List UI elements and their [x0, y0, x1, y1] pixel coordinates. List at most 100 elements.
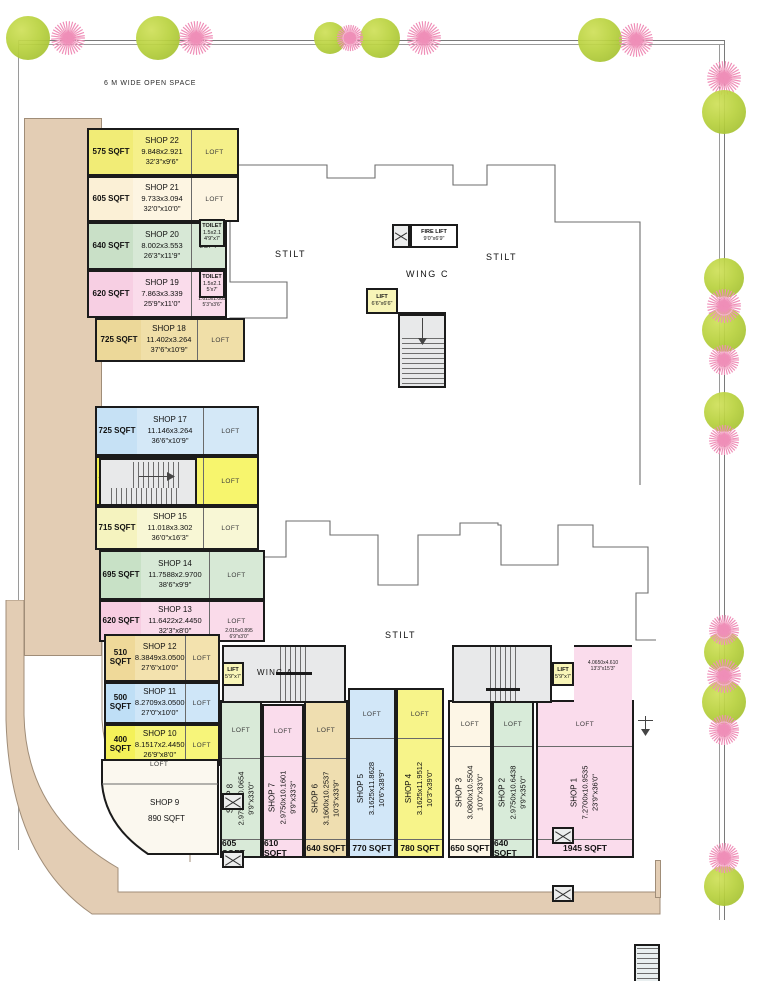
shop-9-cell: [101, 759, 219, 855]
toilet-room-shop19: TOILET 1.5x2.1 5'x7': [199, 270, 225, 298]
lift-a-label: LIFT: [227, 667, 239, 674]
shop-area-3: 650 SQFT: [450, 839, 490, 856]
shop-loft-10: LOFT: [184, 726, 218, 764]
shop-name-6: SHOP 6: [310, 784, 320, 814]
shop-imperial-15: 36'0"x16'3": [151, 533, 189, 543]
lift-b-label: LIFT: [557, 667, 569, 674]
tree-radial-icon: [619, 23, 653, 57]
tree-canopy-icon: [704, 392, 744, 432]
shop-area-22: 575 SQFT: [89, 130, 133, 174]
below-shop19-dimension: 1.615x1.089 5'3"x3'6": [182, 296, 242, 309]
shop-loft-5: LOFT: [350, 690, 394, 739]
shop-metric-10: 8.1517x2.4450: [134, 740, 185, 750]
shop-imperial-7: 9'9"x33'3": [288, 781, 298, 815]
shop-metric-3: 3.0800x10.5504: [465, 766, 475, 820]
toilet-label-19: TOILET: [202, 274, 222, 281]
shop-name-15: SHOP 15: [153, 512, 187, 522]
core-outline-lower: [258, 520, 656, 641]
shop-metric-5: 3.1625x11.8628: [367, 762, 377, 816]
shop-metric-22: 9.848x2.921: [141, 147, 183, 157]
shop-imperial-22: 32'3"x9'6": [145, 157, 179, 167]
shop-name-5: SHOP 5: [356, 774, 366, 804]
site-boundary-right-inner: [719, 44, 720, 920]
wing-a-shaft-upper: [222, 793, 244, 810]
lift-c-room: LIFT 6'6"x6'6": [366, 288, 398, 314]
shop-area-11: 500 SQFT: [106, 684, 135, 722]
shop-imperial-17: 36'6"x10'9": [151, 436, 189, 446]
shop-area-7: 610 SQFT: [264, 838, 302, 858]
shop-area-5: 770 SQFT: [350, 839, 394, 856]
wing-b-shaft-upper: [552, 827, 574, 844]
tree-canopy-icon: [314, 22, 346, 54]
shop-area-20: 640 SQFT: [89, 224, 133, 268]
right-block-dim1: 4.0650x4.610: [587, 660, 619, 666]
tree-radial-icon: [708, 614, 740, 646]
shop-imperial-11: 27'0"x10'0": [141, 708, 179, 718]
wing-b-stair-treads: [490, 647, 516, 701]
right-block-dimension: 4.0650x4.610 13'3"x15'3": [572, 660, 634, 673]
right-stair-tick: [638, 720, 653, 721]
shop-name-3: SHOP 3: [454, 778, 464, 808]
shop-area-13: 620 SQFT: [101, 602, 141, 640]
stilt-label-lower: STILT: [385, 630, 416, 640]
shop-metric-4: 3.1625x11.9512: [415, 762, 425, 816]
shop-name-18: SHOP 18: [152, 324, 186, 334]
tree-radial-icon: [336, 24, 364, 52]
shop-loft-11: LOFT: [184, 684, 218, 722]
wing-c-staircase: [398, 312, 446, 388]
shop-area-21: 605 SQFT: [89, 178, 133, 220]
lift-b-room: LIFT 5'9"x7': [552, 662, 574, 686]
lift-a-room: LIFT 5'9"x7': [222, 662, 244, 686]
toilet-room-shop20: TOILET 1.5x2.1 4'9"x7': [199, 219, 225, 247]
site-boundary-left: [18, 40, 19, 850]
shop-metric-14: 11.7588x2.9700: [148, 570, 202, 580]
shop-imperial-1: 23'9"x36'0": [590, 774, 600, 812]
shop-loft-6: LOFT: [306, 702, 346, 759]
shop-metric-1: 7.2700x10.9535: [580, 766, 590, 820]
shop-imperial-13: 32'3"x8'0": [158, 626, 192, 636]
shop-imperial-21: 32'0"x10'0": [143, 204, 181, 214]
shop-9-area: 890 SQFT: [148, 814, 185, 823]
toilet-dim2-19: 5'x7': [206, 287, 218, 294]
shop-area-19: 620 SQFT: [89, 272, 133, 316]
shop-loft-18: LOFT: [197, 320, 243, 360]
shop-loft-7: LOFT: [264, 706, 302, 757]
tree-canopy-icon: [702, 90, 746, 134]
shop-loft-17: LOFT: [203, 408, 257, 454]
shop-imperial-2: 9'9"x35'0": [518, 776, 528, 810]
shop-metric-19: 7.863x3.339: [141, 289, 183, 299]
below-shop19-dim2: 5'3"x3'6": [202, 302, 222, 309]
shop-name-14: SHOP 14: [158, 559, 192, 569]
shop-metric-15: 11.018x3.302: [147, 523, 193, 533]
shop-name-19: SHOP 19: [145, 278, 179, 288]
